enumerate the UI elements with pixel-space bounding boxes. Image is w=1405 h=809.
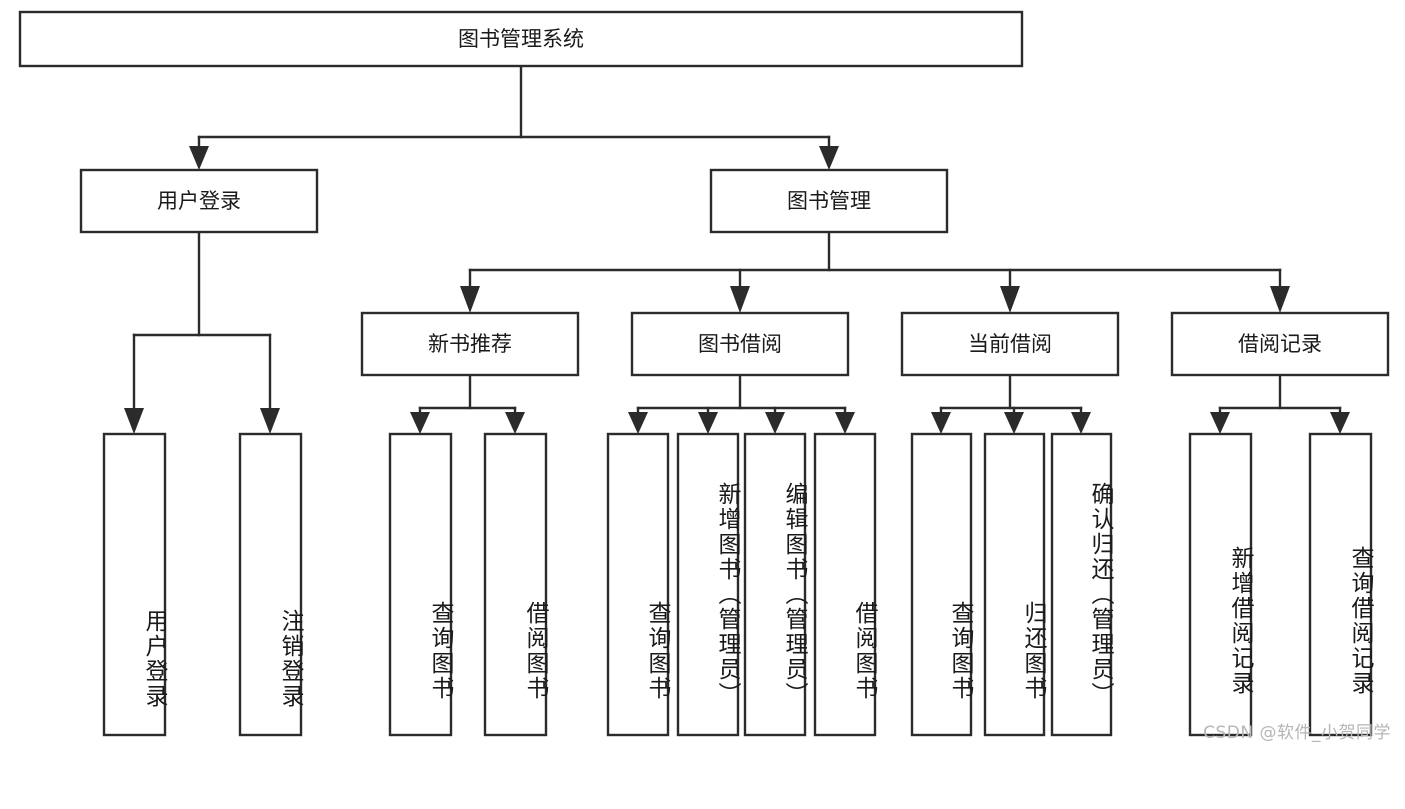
tree-diagram: 图书管理系统 用户登录 图书管理 新书推荐 图书借阅 当前借阅 借阅记录 bbox=[18, 10, 1390, 737]
arrowhead-bb-query-book bbox=[628, 412, 648, 434]
arrowhead-cb-return-book bbox=[1004, 412, 1024, 434]
node-user-login-label: 用户登录 bbox=[157, 189, 241, 213]
leaf-box-cb-confirm-return[interactable] bbox=[1050, 432, 1113, 737]
node-book-manage-label: 图书管理 bbox=[787, 189, 871, 213]
arrowhead-book-borrow bbox=[730, 286, 750, 313]
node-book-manage-box[interactable] bbox=[709, 168, 949, 234]
node-new-book-recommend[interactable]: 新书推荐 bbox=[360, 311, 580, 377]
arrowhead-nbr-query-book bbox=[410, 412, 430, 434]
connector-group-user-login bbox=[124, 230, 280, 434]
node-new-book-recommend-box[interactable] bbox=[360, 311, 580, 377]
node-new-book-recommend-label: 新书推荐 bbox=[428, 332, 512, 356]
watermark-text: CSDN @软件_小贺同学 bbox=[1203, 723, 1391, 743]
arrowhead-borrow-record bbox=[1270, 286, 1290, 313]
arrowhead-book-manage bbox=[819, 146, 839, 170]
leaf-box-bb-borrow-book[interactable] bbox=[813, 432, 877, 737]
node-current-borrow-box[interactable] bbox=[900, 311, 1120, 377]
arrowhead-cb-confirm-return bbox=[1071, 412, 1091, 434]
arrowhead-bb-edit-book bbox=[765, 412, 785, 434]
arrowhead-nbr-borrow-book bbox=[505, 412, 525, 434]
node-borrow-record-label: 借阅记录 bbox=[1238, 332, 1322, 356]
leaf-box-cb-query-book[interactable] bbox=[910, 432, 973, 737]
leaf-box-br-query-record[interactable] bbox=[1308, 432, 1373, 737]
node-book-manage[interactable]: 图书管理 bbox=[709, 168, 949, 234]
node-borrow-record[interactable]: 借阅记录 bbox=[1170, 311, 1390, 377]
connector-group-borrow-record bbox=[1210, 373, 1350, 434]
connector-group-book-manage bbox=[460, 230, 1290, 313]
leaf-box-cb-return-book[interactable] bbox=[983, 432, 1046, 737]
node-current-borrow-label: 当前借阅 bbox=[968, 332, 1052, 356]
arrowhead-br-query-record bbox=[1330, 412, 1350, 434]
node-root-label: 图书管理系统 bbox=[458, 27, 584, 51]
leaf-box-bb-add-book[interactable] bbox=[676, 432, 740, 737]
node-user-login-box[interactable] bbox=[79, 168, 319, 234]
diagram-canvas-root: 图书管理系统 用户登录 图书管理 新书推荐 图书借阅 当前借阅 借阅记录 bbox=[18, 10, 1391, 743]
node-book-borrow-box[interactable] bbox=[630, 311, 850, 377]
leaf-box-nbr-query-book[interactable] bbox=[388, 432, 453, 737]
leaf-box-nbr-borrow-book[interactable] bbox=[483, 432, 548, 737]
connector-group-new-book-recommend bbox=[410, 373, 525, 434]
arrowhead-br-add-record bbox=[1210, 412, 1230, 434]
node-user-login[interactable]: 用户登录 bbox=[79, 168, 319, 234]
arrowhead-user-login bbox=[189, 146, 209, 170]
leaf-boxes bbox=[102, 432, 1373, 737]
node-root[interactable]: 图书管理系统 bbox=[18, 10, 1024, 68]
node-borrow-record-box[interactable] bbox=[1170, 311, 1390, 377]
connector-group-book-borrow bbox=[628, 373, 855, 434]
arrowhead-cb-query-book bbox=[931, 412, 951, 434]
leaf-box-br-add-record[interactable] bbox=[1188, 432, 1253, 737]
node-book-borrow[interactable]: 图书借阅 bbox=[630, 311, 850, 377]
leaf-box-logout[interactable] bbox=[238, 432, 303, 737]
leaf-box-bb-query-book[interactable] bbox=[606, 432, 670, 737]
leaf-box-bb-edit-book[interactable] bbox=[743, 432, 807, 737]
arrowhead-new-book-recommend bbox=[460, 286, 480, 313]
arrowhead-leaf-logout bbox=[260, 408, 280, 434]
connector-group-root bbox=[189, 64, 839, 170]
node-current-borrow[interactable]: 当前借阅 bbox=[900, 311, 1120, 377]
arrowhead-leaf-user-login bbox=[124, 408, 144, 434]
arrowhead-bb-borrow-book bbox=[835, 412, 855, 434]
arrowhead-current-borrow bbox=[1000, 286, 1020, 313]
node-book-borrow-label: 图书借阅 bbox=[698, 332, 782, 356]
connector-group-current-borrow bbox=[931, 373, 1091, 434]
leaf-box-user-login[interactable] bbox=[102, 432, 167, 737]
node-root-box[interactable] bbox=[18, 10, 1024, 68]
arrowhead-bb-add-book bbox=[698, 412, 718, 434]
